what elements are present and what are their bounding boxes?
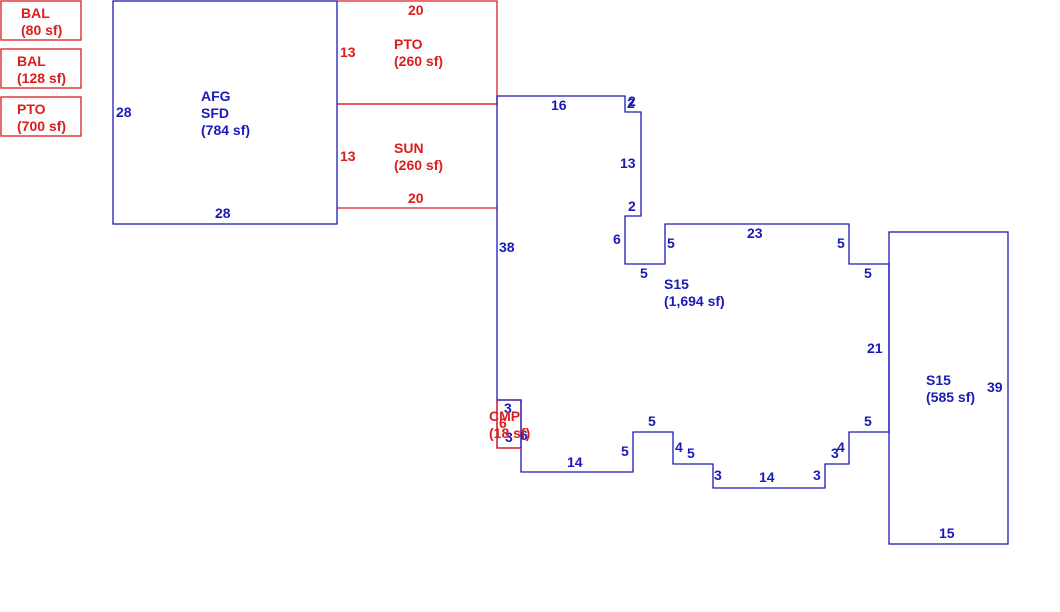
s15-dim-right-b: 2	[628, 198, 636, 214]
sun-area: 13 SUN (260 sf) 20	[337, 103, 497, 209]
cmp-dim-small-3: 3	[504, 400, 512, 416]
sun-outline	[337, 103, 497, 209]
afg-type: SFD	[201, 105, 229, 121]
s15-dim-step-5b: 3	[714, 467, 722, 483]
cmp-area: 3 6 3 6 CMP (18 sf)	[489, 399, 530, 449]
cmp-area-value: (18 sf)	[489, 425, 530, 441]
cmp-dim-small-6: 6	[499, 415, 507, 431]
pto-dim-top: 20	[408, 2, 424, 18]
s15-main-name: S15	[664, 276, 689, 292]
s15-dim-right-a: 13	[620, 155, 636, 171]
s15-dim-corner-4l: 4	[675, 439, 683, 455]
s15-dim-right-side: 21	[867, 340, 883, 356]
s15-side-area-value: (585 sf)	[926, 389, 975, 405]
s15-dim-step-5d: 5	[648, 413, 656, 429]
s15-dim-notch-a: 2	[627, 95, 635, 111]
legend-box-bal-80	[0, 0, 82, 41]
legend-bal-128-area: (128 sf)	[17, 70, 66, 86]
afg-outline	[112, 0, 338, 225]
s15-dim-left-step: 6	[613, 231, 621, 247]
sun-dim-left: 13	[340, 148, 356, 164]
cmp-dim-small-6b: 6	[520, 427, 528, 443]
s15-main-outline	[496, 95, 890, 489]
s15-main-area-value: (1,694 sf)	[664, 293, 725, 309]
s15-dim-right-lower: 5	[864, 413, 872, 429]
s15-side-area: S15 (585 sf) 39 15	[888, 231, 1009, 545]
cmp-blue-edge	[497, 399, 522, 448]
afg-area: (784 sf)	[201, 122, 250, 138]
legend-bal-128-name: BAL	[17, 53, 46, 69]
pto-area: 20 13 PTO (260 sf)	[337, 0, 498, 105]
legend: BAL (80 sf) BAL (128 sf) PTO (700 sf)	[0, 0, 82, 137]
s15-dim-corner-3r: 3	[831, 445, 839, 461]
s15-dim-right-step: 5	[864, 265, 872, 281]
s15-dim-top: 16	[551, 97, 567, 113]
afg-dim-left: 28	[116, 104, 132, 120]
legend-bal-80-area: (80 sf)	[21, 22, 62, 38]
afg-sfd-area: AFG SFD (784 sf) 28 28	[112, 0, 338, 225]
legend-pto-700-area: (700 sf)	[17, 118, 66, 134]
sun-dim-bottom: 20	[408, 190, 424, 206]
s15-dim-bottom-left: 14	[567, 454, 583, 470]
s15-dim-step-5e: 5	[621, 443, 629, 459]
pto-area-value: (260 sf)	[394, 53, 443, 69]
s15-dim-top-b: 23	[747, 225, 763, 241]
legend-bal-80-name: BAL	[21, 5, 50, 21]
s15-dim-left-side: 38	[499, 239, 515, 255]
s15-dim-corner-3l: 3	[813, 467, 821, 483]
s15-dim-step-5c: 5	[687, 445, 695, 461]
pto-dim-left: 13	[340, 44, 356, 60]
legend-box-pto-700	[0, 96, 82, 137]
s15-side-dim-right: 39	[987, 379, 1003, 395]
cmp-dim-small-3b: 3	[505, 429, 513, 445]
sun-area-value: (260 sf)	[394, 157, 443, 173]
s15-dim-corner-4r: 4	[837, 439, 845, 455]
sun-name: SUN	[394, 140, 424, 156]
s15-main-area: 16 2 2 13 2 6 5 5 23 5 5 21 38 S15 (1,69…	[496, 93, 890, 489]
s15-dim-notch-b: 2	[628, 93, 636, 109]
legend-pto-700-name: PTO	[17, 101, 46, 117]
s15-side-name: S15	[926, 372, 951, 388]
s15-dim-bottom-mid: 14	[759, 469, 775, 485]
s15-side-dim-bottom: 15	[939, 525, 955, 541]
s15-dim-step-bottom: 5	[640, 265, 648, 281]
pto-name: PTO	[394, 36, 423, 52]
s15-dim-step-right: 5	[667, 235, 675, 251]
s15-dim-right-drop: 5	[837, 235, 845, 251]
cmp-name: CMP	[489, 408, 520, 424]
afg-name: AFG	[201, 88, 231, 104]
s15-side-outline	[888, 231, 1009, 545]
legend-box-bal-128	[0, 48, 82, 89]
afg-dim-bottom: 28	[215, 205, 231, 221]
